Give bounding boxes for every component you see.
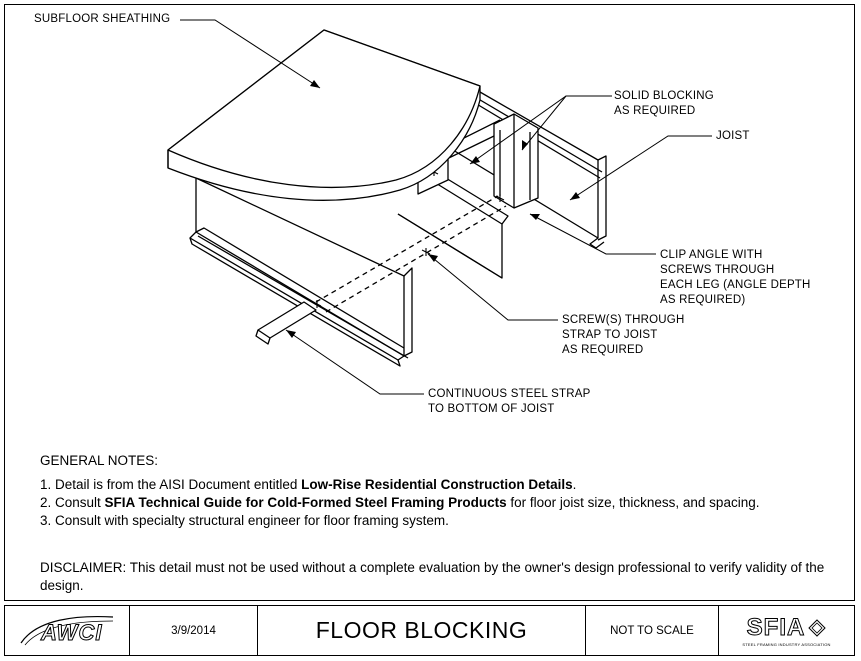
label-subfloor-sheathing: SUBFLOOR SHEATHING [34, 13, 171, 25]
title-block: AWCI 3/9/2014 FLOOR BLOCKING NOT TO SCAL… [4, 605, 855, 656]
scale-cell: NOT TO SCALE [586, 606, 719, 655]
awci-logo: AWCI [5, 606, 130, 655]
label-joist: JOIST [716, 130, 750, 142]
sfia-logo-text: SFIA [746, 614, 806, 642]
sfia-star-icon [808, 619, 827, 637]
note-2: 2. Consult SFIA Technical Guide for Cold… [40, 495, 760, 510]
date-cell: 3/9/2014 [130, 606, 258, 655]
drawing-frame [4, 4, 855, 601]
sfia-logo-subtitle: STEEL FRAMING INDUSTRY ASSOCIATION [742, 642, 831, 647]
drawing-title: FLOOR BLOCKING [258, 606, 586, 655]
sfia-logo: SFIA STEEL FRAMING INDUSTRY ASSOCIATION [719, 606, 854, 655]
notes-heading: GENERAL NOTES: [40, 453, 159, 468]
note-1: 1. Detail is from the AISI Document enti… [40, 477, 577, 492]
note-3: 3. Consult with specialty structural eng… [40, 513, 449, 528]
disclaimer: DISCLAIMER: This detail must not be used… [40, 560, 825, 593]
general-notes: GENERAL NOTES: 1. Detail is from the AIS… [40, 452, 840, 530]
steel-strap [255, 195, 507, 345]
subfloor-sheathing [167, 29, 481, 201]
leader-lines [180, 19, 712, 395]
front-joist [189, 177, 413, 367]
awci-swoosh-icon [20, 615, 114, 645]
awci-logo-text: AWCI [40, 620, 103, 646]
leader-arrowheads [286, 80, 580, 338]
